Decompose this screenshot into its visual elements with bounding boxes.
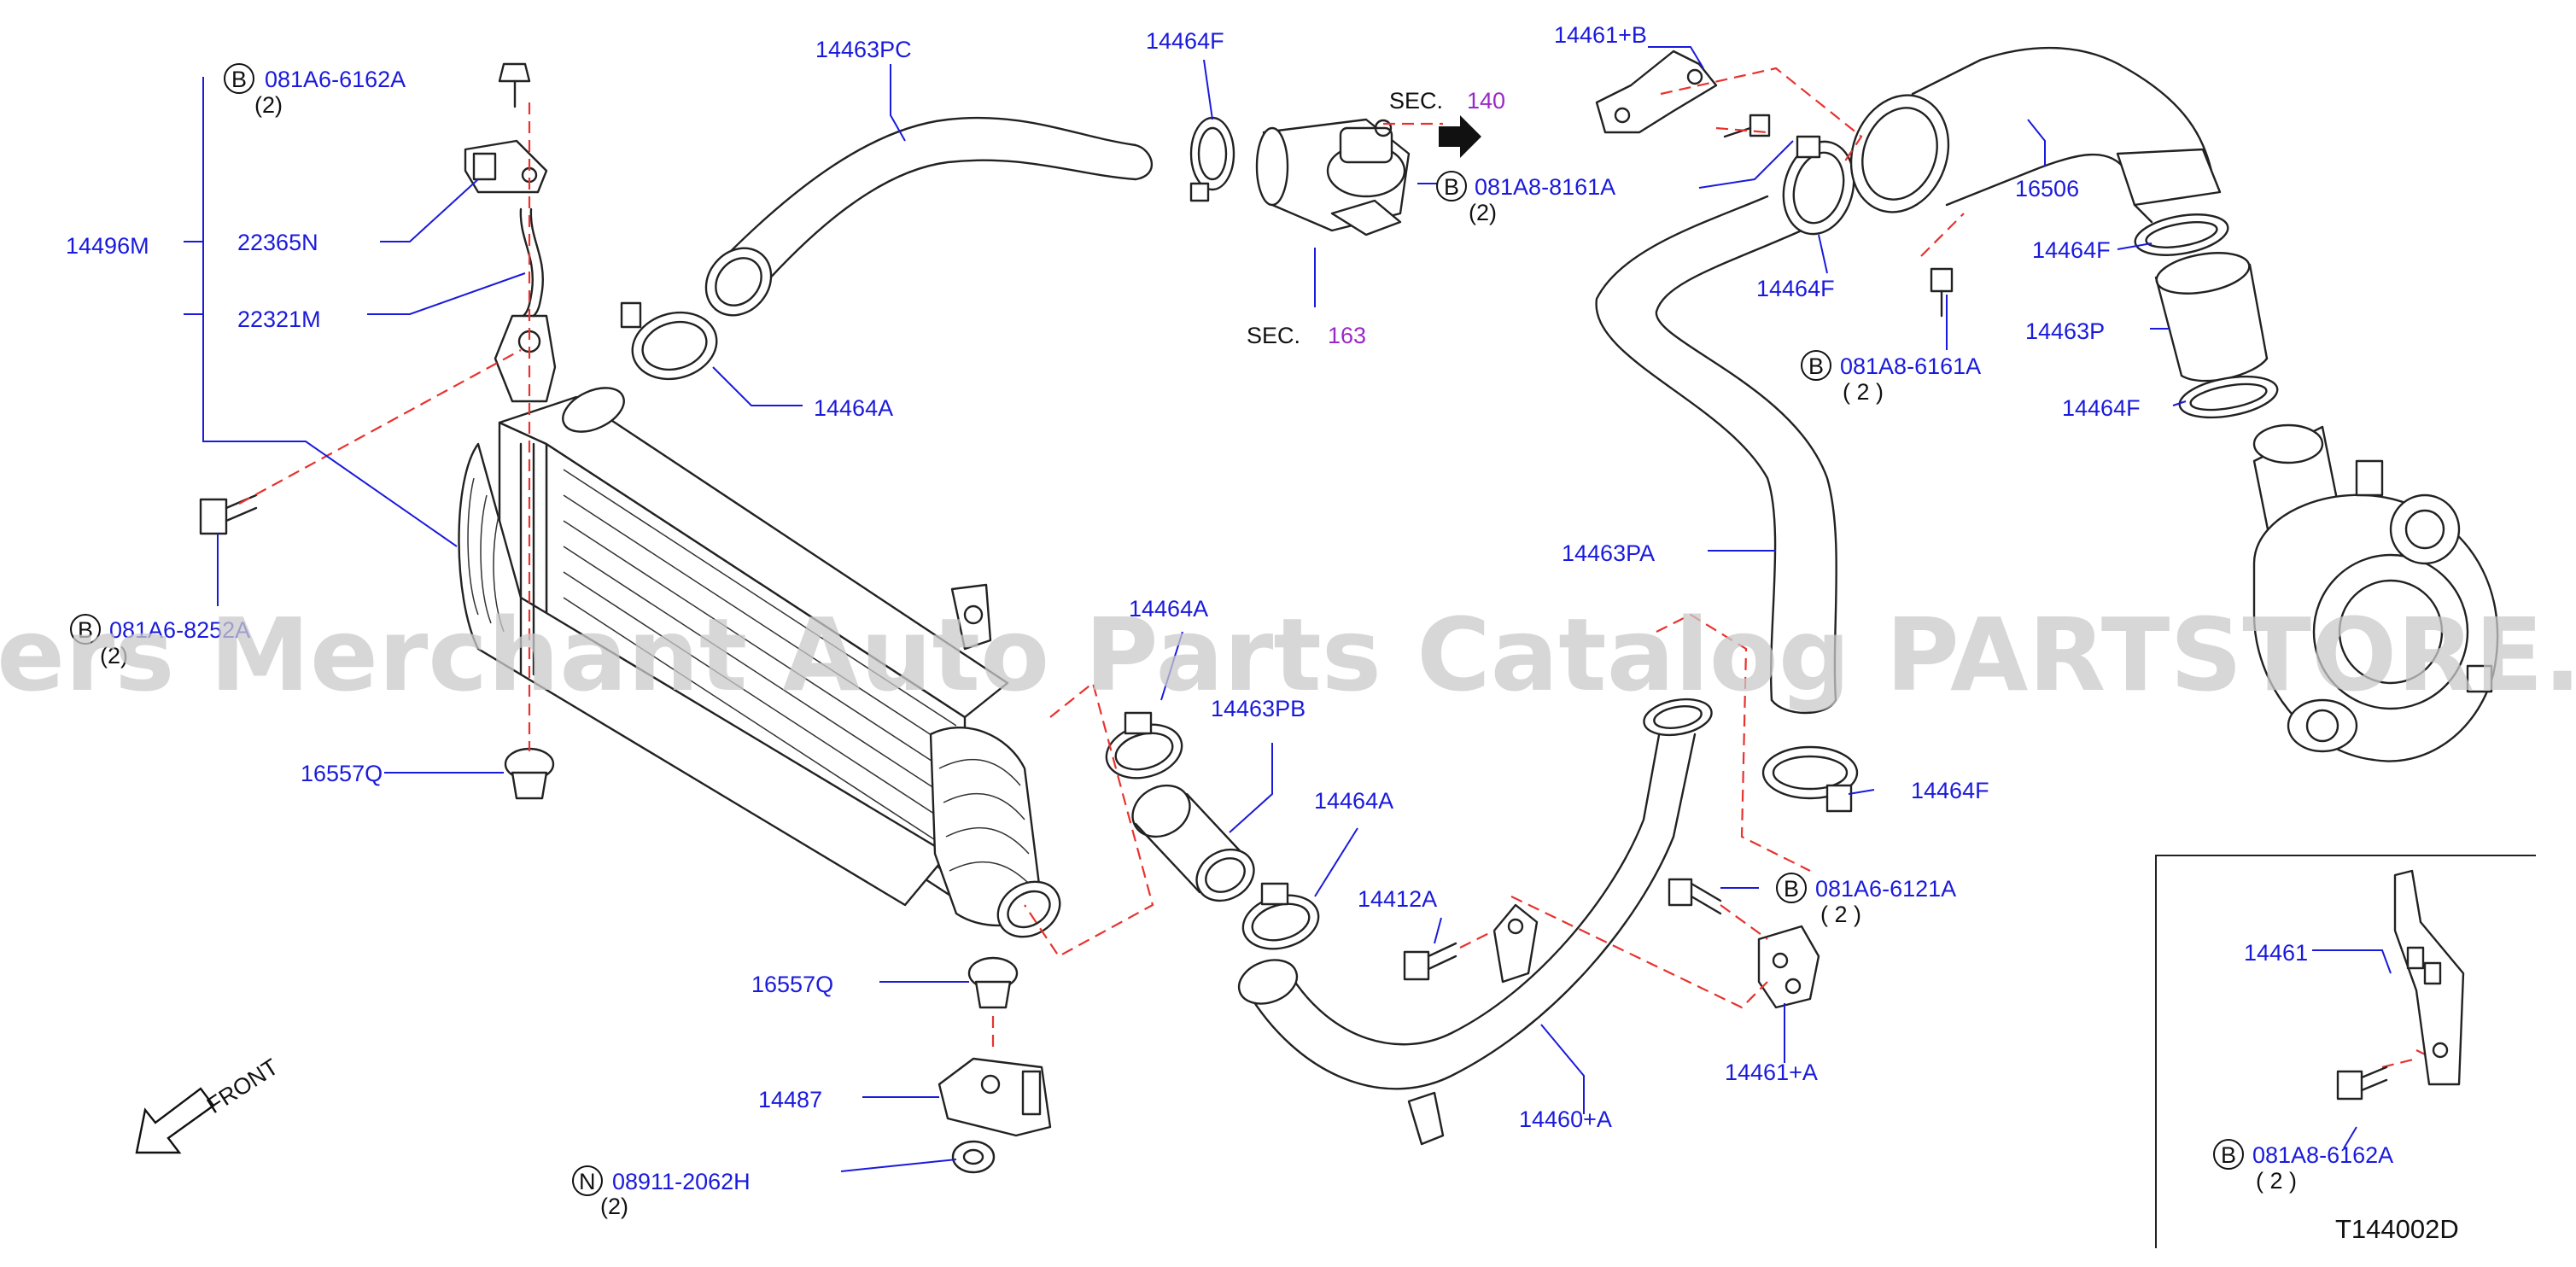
clamp-14464f-right1 <box>2134 213 2229 256</box>
watermark: Offers Merchant Auto Parts Catalog PARTS… <box>0 596 2576 714</box>
label-14464a-upper: 14464A <box>814 395 893 421</box>
label-14463pc: 14463PC <box>815 37 912 62</box>
callout-qty: (2) <box>254 92 283 118</box>
label-14487: 14487 <box>758 1087 822 1112</box>
callout-part: 081A6-8252A <box>109 617 250 643</box>
front-label: FRONT <box>202 1054 283 1118</box>
label-14461b: 14461+B <box>1554 22 1647 48</box>
label-14464f-lower: 14464F <box>1911 778 1989 803</box>
label-14464a-mid: 14464A <box>1129 596 1208 622</box>
part-labels: 14463PC 14464F 14496M 22365N 22321M 1446… <box>66 22 2308 1132</box>
sec-140-number: 140 <box>1467 88 1505 114</box>
label-22321m: 22321M <box>237 307 321 332</box>
callout-qty: (2) <box>600 1194 628 1219</box>
clamp-14464a-mid <box>1105 711 1183 779</box>
callout-bolt-top-left: B 081A6-6162A (2) <box>224 63 406 118</box>
bolt-14412a <box>1403 942 1457 981</box>
label-14463pa: 14463PA <box>1562 540 1655 566</box>
air-duct-16506 <box>1849 46 2222 224</box>
bracket-14461b <box>1595 50 1718 134</box>
callout-nut-bottom: N 08911-2062H (2) <box>572 1165 751 1219</box>
grommet-16557q-mid <box>967 956 1019 1009</box>
callout-qty: (2) <box>100 643 128 669</box>
hose-14463pb <box>1131 784 1255 902</box>
callout-part: 081A6-6162A <box>265 67 406 92</box>
callout-bolt-sec140: B 081A8-8161A (2) <box>1436 171 1615 225</box>
bracket-14487 <box>938 1057 1052 1137</box>
pipe-14460a <box>1237 698 1713 1146</box>
callout-letter: N <box>579 1169 596 1194</box>
label-14461a: 14461+A <box>1725 1060 1818 1085</box>
turbocharger <box>2252 423 2499 762</box>
label-16557q-left: 16557Q <box>301 761 383 786</box>
intercooler <box>458 314 1061 938</box>
boost-sensor-22365n <box>464 62 548 194</box>
callout-part: 081A8-6161A <box>1840 353 1981 379</box>
callout-bolt-6121: B 081A6-6121A ( 2 ) <box>1776 873 1956 927</box>
label-14412a: 14412A <box>1358 886 1437 912</box>
sec-140-prefix: SEC. <box>1389 88 1443 114</box>
vacuum-hose-22321m <box>519 207 544 318</box>
bolt-081a6-6121a <box>1668 878 1722 915</box>
leader-lines <box>184 46 2392 1172</box>
clamp-14464f-lower <box>1761 745 1859 813</box>
callout-letter: B <box>78 617 93 643</box>
callout-qty: ( 2 ) <box>2256 1168 2297 1194</box>
label-14464f-top: 14464F <box>1146 28 1224 54</box>
label-14461: 14461 <box>2244 940 2308 966</box>
label-14496m: 14496M <box>66 233 149 259</box>
callout-part: 081A8-6162A <box>2252 1142 2393 1168</box>
front-arrow-icon <box>135 1087 215 1154</box>
diagram-code: T144002D <box>2335 1214 2459 1244</box>
callout-letter: B <box>2221 1142 2236 1168</box>
sec-140-arrow <box>1439 115 1481 158</box>
bypass-valve-assembly <box>1255 118 1411 236</box>
label-22365n: 22365N <box>237 230 318 255</box>
callout-qty: (2) <box>1469 200 1497 225</box>
clamp-14464a-low <box>1241 882 1320 950</box>
callout-letter: B <box>1784 876 1799 902</box>
bolt-near-14461b <box>1723 114 1771 138</box>
label-16557q-mid: 16557Q <box>751 972 833 997</box>
label-14464a-low: 14464A <box>1314 788 1393 814</box>
clamp-14464a-upper <box>620 301 718 381</box>
bracket-14461a <box>1757 925 1820 1009</box>
callout-letter: B <box>1444 174 1459 200</box>
clamp-14464f-top <box>1189 116 1235 202</box>
clamp-14464f-upper-mid <box>1782 135 1855 236</box>
callout-bolt-left: B 081A6-8252A (2) <box>70 614 250 669</box>
callout-qty: ( 2 ) <box>1820 902 1861 927</box>
clamp-14464f-right2 <box>2178 375 2279 419</box>
label-14464f-right1: 14464F <box>2032 237 2111 263</box>
label-16506: 16506 <box>2015 176 2079 201</box>
callout-part: 081A8-8161A <box>1475 174 1615 200</box>
hose-14463pc <box>704 116 1153 317</box>
grommet-16557q-left <box>504 747 555 800</box>
label-14463p: 14463P <box>2025 318 2105 344</box>
callout-part: 081A6-6121A <box>1815 876 1956 902</box>
inset-frame <box>2155 855 2536 1248</box>
section-refs: SEC. 140 SEC. 163 <box>1247 88 1505 348</box>
callout-part: 08911-2062H <box>612 1169 751 1194</box>
callout-bolt-6161: B 081A8-6161A ( 2 ) <box>1801 350 1981 405</box>
nut-08911-2062h <box>951 1140 996 1174</box>
label-14460a: 14460+A <box>1519 1106 1612 1132</box>
callout-letter: B <box>1808 353 1824 379</box>
label-14464f-right2: 14464F <box>2062 395 2141 421</box>
label-14464f-upper-mid: 14464F <box>1756 276 1835 301</box>
bolt-081a6-8252a <box>199 493 258 535</box>
callout-bolt-inset: B 081A8-6162A ( 2 ) <box>2213 1139 2393 1194</box>
hose-14463p <box>2154 252 2269 382</box>
sec-163-prefix: SEC. <box>1247 323 1300 348</box>
fastener-callouts: B 081A6-6162A (2) B 081A6-8252A (2) N 08… <box>70 63 2393 1219</box>
callout-letter: B <box>231 67 247 92</box>
label-14463pb: 14463PB <box>1211 696 1306 721</box>
hose-14463pa <box>1595 195 1837 715</box>
callout-qty: ( 2 ) <box>1843 379 1884 405</box>
bolt-081a8-6161a <box>1930 267 1954 318</box>
sec-163-number: 163 <box>1328 323 1366 348</box>
